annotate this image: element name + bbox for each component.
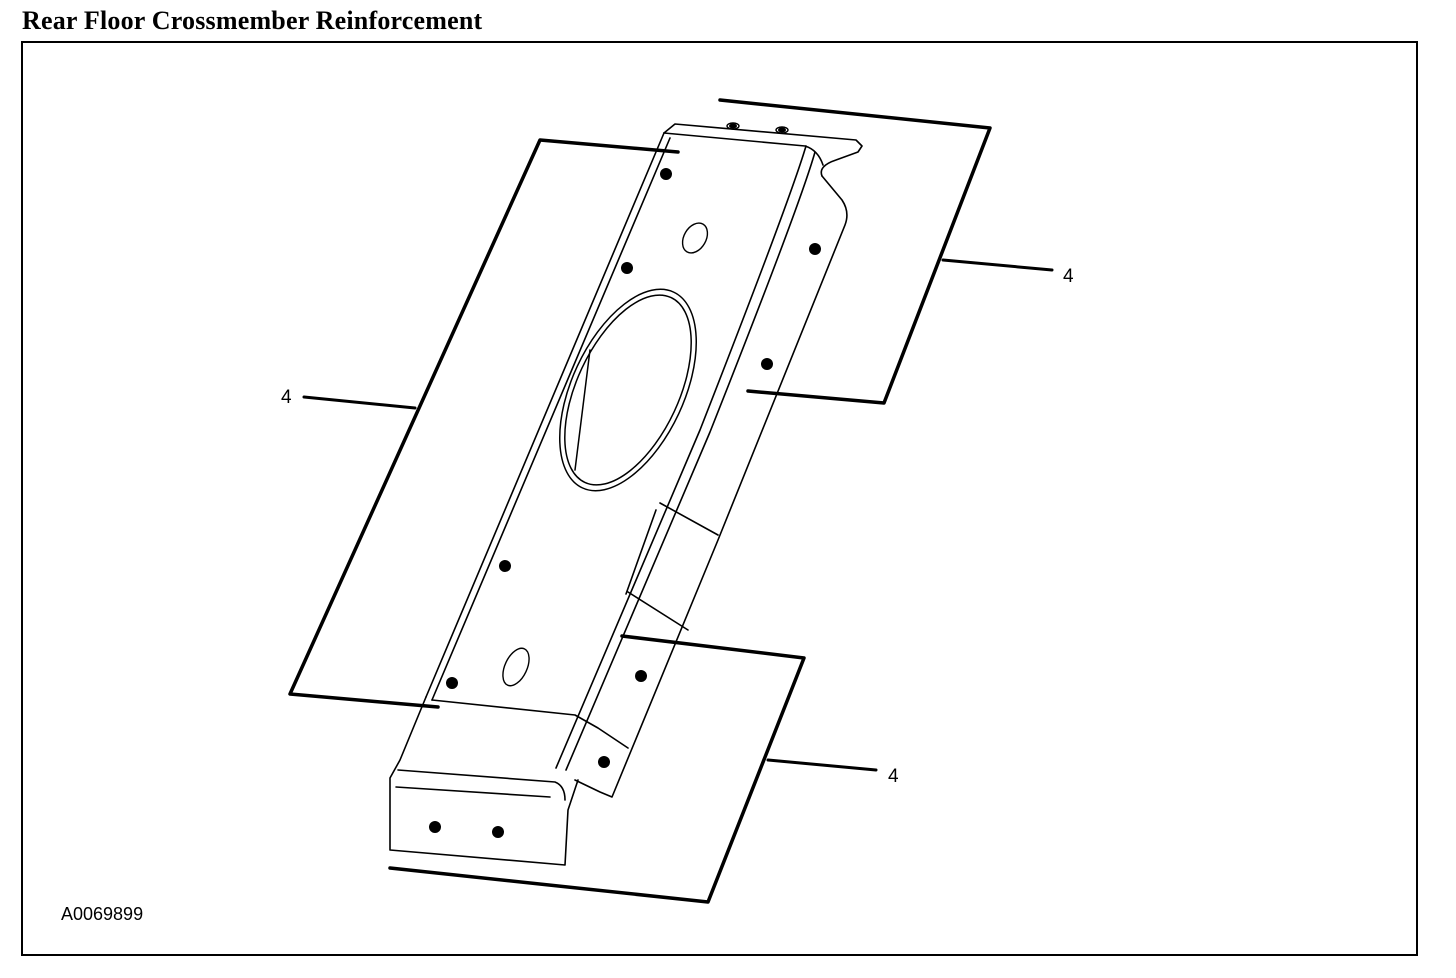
hole-lower xyxy=(502,647,530,687)
hole-upper xyxy=(681,222,709,254)
leader-lines xyxy=(302,258,1054,772)
spot-welds xyxy=(429,123,821,838)
spot-weld xyxy=(429,821,441,833)
callout-label-bottom: 4 xyxy=(888,766,899,787)
spot-weld xyxy=(761,358,773,370)
surface-plane-bottom xyxy=(388,634,806,904)
spot-weld xyxy=(499,560,511,572)
oval-opening xyxy=(558,288,698,492)
diagram-frame xyxy=(21,41,1418,956)
spot-weld xyxy=(809,243,821,255)
reinforcement-panel xyxy=(389,123,863,866)
spot-weld xyxy=(598,756,610,768)
spot-weld xyxy=(778,127,786,133)
spot-weld xyxy=(635,670,647,682)
spot-weld xyxy=(660,168,672,180)
small-holes xyxy=(502,122,789,687)
figure-id: A0069899 xyxy=(61,904,144,924)
page-title: Rear Floor Crossmember Reinforcement xyxy=(22,6,483,35)
surface-plane-left xyxy=(288,138,680,709)
callout-label-left: 4 xyxy=(281,387,292,408)
spot-weld xyxy=(729,123,737,129)
surface-plane-right xyxy=(718,98,992,405)
spot-weld xyxy=(446,677,458,689)
spot-weld xyxy=(492,826,504,838)
spot-weld xyxy=(621,262,633,274)
callout-label-right: 4 xyxy=(1063,266,1074,287)
